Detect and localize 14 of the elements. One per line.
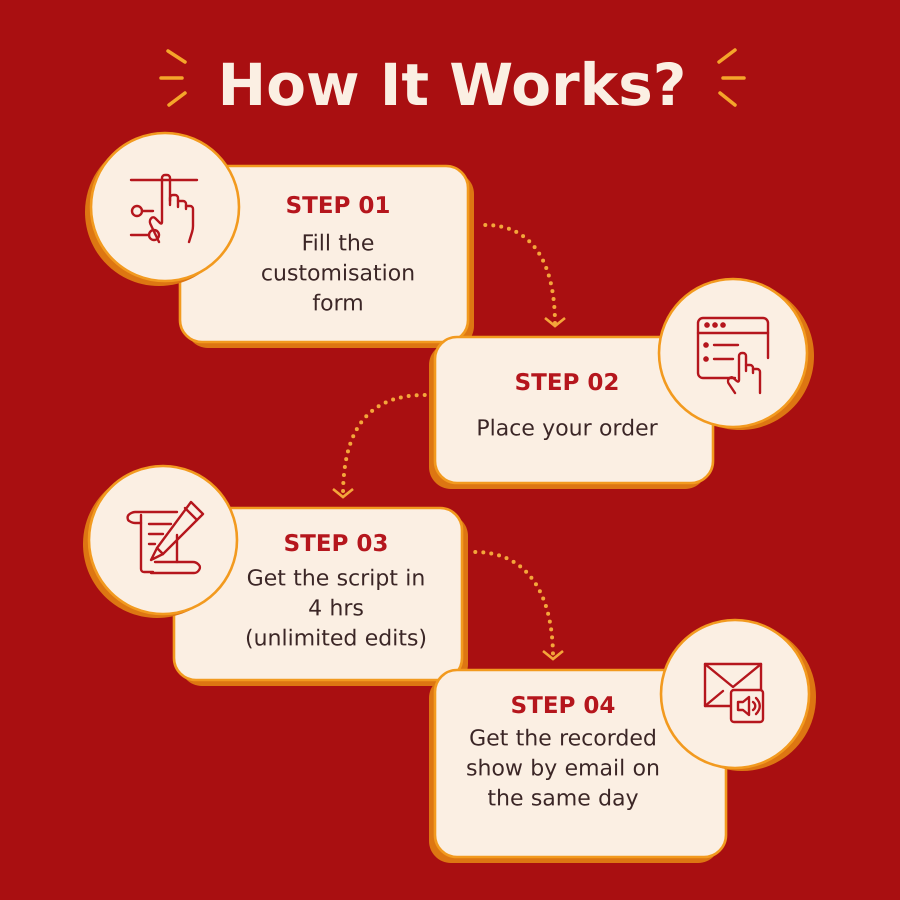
step-card <box>429 668 728 863</box>
dotted-arrow <box>473 550 564 661</box>
dotted-arrow <box>332 393 427 499</box>
title: How It Works? <box>222 60 683 106</box>
step-heading: STEP 03 <box>285 534 387 552</box>
dotted-arrow <box>483 223 566 328</box>
step-heading: STEP 01 <box>287 196 389 214</box>
step-description: Place your order <box>478 418 658 440</box>
step-description: Get the recorded show by email on the same day <box>467 728 658 810</box>
step-card <box>429 336 714 489</box>
step-heading: STEP 02 <box>516 372 618 390</box>
step-description: Get the script in 4 hrs (unlimited edits) <box>246 568 426 648</box>
step-heading: STEP 04 <box>512 696 614 714</box>
step-description: Fill the customisation form <box>262 234 414 311</box>
